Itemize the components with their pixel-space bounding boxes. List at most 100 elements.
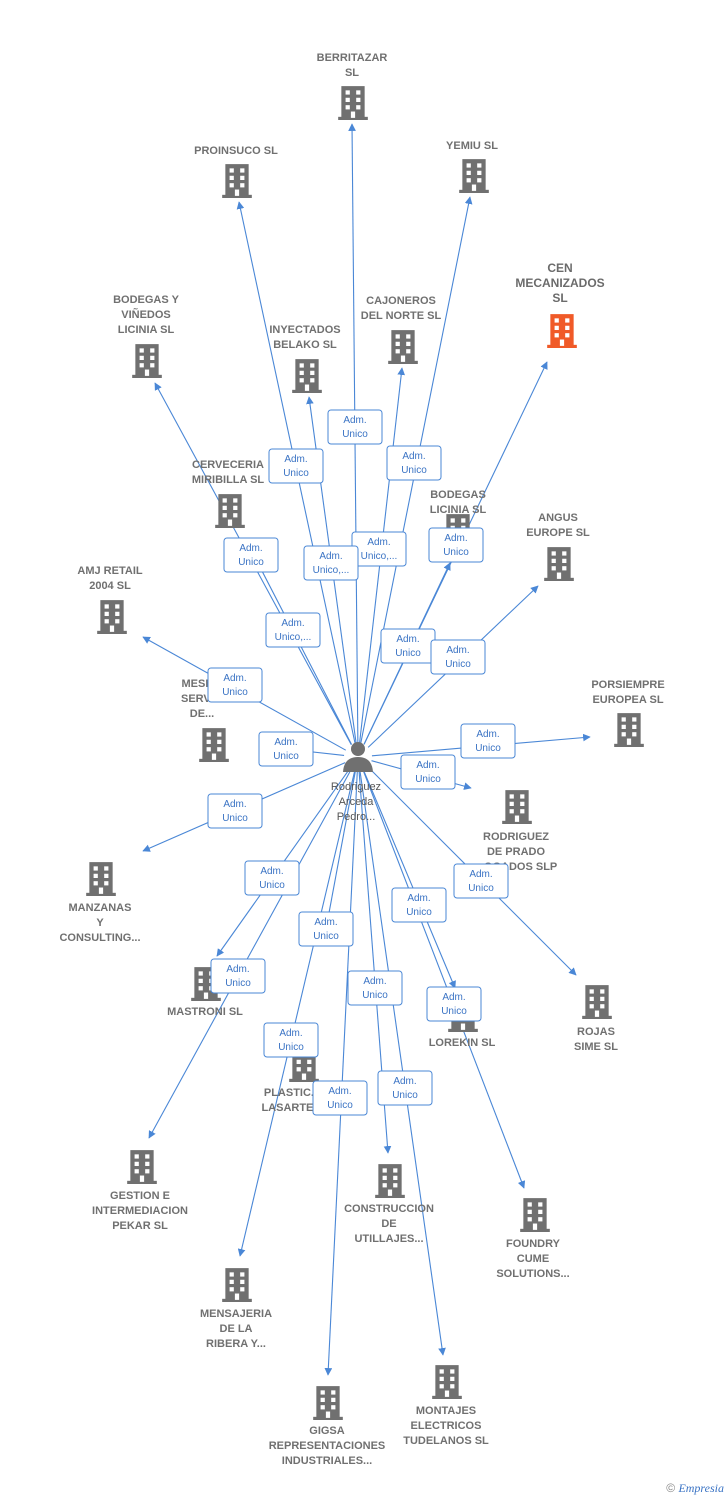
badge-text: Adm.	[343, 415, 366, 426]
building-icon	[132, 344, 162, 378]
role-badge-lorekin[interactable]: Adm. Unico	[391, 887, 447, 923]
role-badge-mastroni[interactable]: Adm.Unico	[244, 860, 300, 896]
role-badge-manzanas[interactable]: Adm.Unico	[207, 793, 263, 829]
role-badge-berritazar[interactable]: Adm.Unico	[327, 409, 383, 445]
badge-text: Adm.	[442, 992, 465, 1003]
role-badge-bodegas-vinedos[interactable]: Adm.Unico	[223, 537, 279, 573]
edge-lorekin	[362, 769, 456, 989]
badge-text: Adm.	[284, 454, 307, 465]
role-badge-proinsuco[interactable]: Adm.Unico	[268, 448, 324, 484]
badge-text: Adm.	[402, 451, 425, 462]
company-node-lorekin[interactable]: LOREKIN SL	[429, 998, 496, 1049]
company-node-yemiu[interactable]: YEMIU SL	[446, 140, 498, 193]
copyright-symbol: ©	[666, 1481, 676, 1495]
badge-box	[347, 970, 403, 1006]
badge-text: Unico	[259, 880, 285, 891]
role-badge-gigsa[interactable]: Adm.Unico	[312, 1080, 368, 1116]
badge-text: Adm.	[469, 869, 492, 880]
edge-gestion	[148, 769, 352, 1139]
role-badge-angus[interactable]: Adm.Unico	[430, 639, 486, 675]
role-badge-construccion[interactable]: Adm.Unico	[347, 970, 403, 1006]
credit: © Empresia	[666, 1481, 724, 1496]
badge-text: Unico,...	[313, 565, 350, 576]
person-icon	[343, 742, 373, 772]
badge-text: Adm.	[279, 1028, 302, 1039]
badge-box	[303, 545, 359, 581]
role-badge-porsiempre[interactable]: Adm.Unico	[460, 723, 516, 759]
badge-box	[400, 754, 456, 790]
company-node-mastroni[interactable]: MASTRONI SL	[167, 967, 243, 1018]
company-node-proinsuco[interactable]: PROINSUCO SL	[194, 145, 278, 198]
badge-text: Adm.	[446, 645, 469, 656]
edge-gigsa	[324, 770, 358, 1376]
role-badge-montajes[interactable]: Adm.Unico	[377, 1070, 433, 1106]
role-badge-rojas[interactable]: Adm.Unico	[453, 863, 509, 899]
role-badge-cerveceria[interactable]: Adm.Unico,...	[265, 612, 321, 648]
building-icon	[614, 713, 644, 747]
badge-text: Adm.	[274, 737, 297, 748]
role-badge-mesnada[interactable]: Adm.Unico	[258, 731, 314, 767]
badge-text: Adm.	[223, 673, 246, 684]
edge-montajes	[359, 770, 446, 1356]
role-badge-inyectados[interactable]: Adm.Unico,...	[303, 545, 359, 581]
role-badge-yemiu[interactable]: Adm.Unico	[386, 445, 442, 481]
badge-text: Unico,...	[361, 551, 398, 562]
company-label: LOREKIN SL	[429, 1037, 496, 1049]
role-badge-bodegas-licinia[interactable]: Adm.Unico	[380, 628, 436, 664]
role-badge-gestion[interactable]: Adm.Unico	[210, 958, 266, 994]
badge-box	[244, 860, 300, 896]
badge-text: Adm.	[476, 729, 499, 740]
badge-text: Adm.	[407, 893, 430, 904]
building-icon	[86, 862, 116, 896]
badge-text: Unico	[406, 907, 432, 918]
badge-box	[377, 1070, 433, 1106]
role-badge-amj[interactable]: Adm.Unico	[207, 667, 263, 703]
role-badge-foundry[interactable]: Adm. Unico	[426, 986, 482, 1022]
role-badge-cajoneros[interactable]: Adm.Unico,...	[351, 531, 407, 567]
badge-text: Unico	[441, 1006, 467, 1017]
badge-text: Unico,...	[275, 632, 312, 643]
role-badge-mensajeria[interactable]: Adm.Unico	[263, 1022, 319, 1058]
company-node-plastic[interactable]: PLASTIC...LASARTE...	[261, 1048, 323, 1114]
role-badge-plastic[interactable]: Adm.Unico	[298, 911, 354, 947]
brand-logo-text[interactable]: Empresia	[678, 1481, 724, 1495]
badge-text: Unico	[415, 774, 441, 785]
badge-box	[428, 527, 484, 563]
building-icon	[582, 985, 612, 1019]
badges-layer: Adm.UnicoAdm.UnicoAdm.UnicoAdm.UnicoAdm.…	[207, 409, 516, 1116]
role-badge-cen[interactable]: Adm.Unico	[428, 527, 484, 563]
building-icon	[215, 494, 245, 528]
role-badge-rodriguez-prado[interactable]: Adm.Unico	[400, 754, 456, 790]
building-icon	[313, 1386, 343, 1420]
